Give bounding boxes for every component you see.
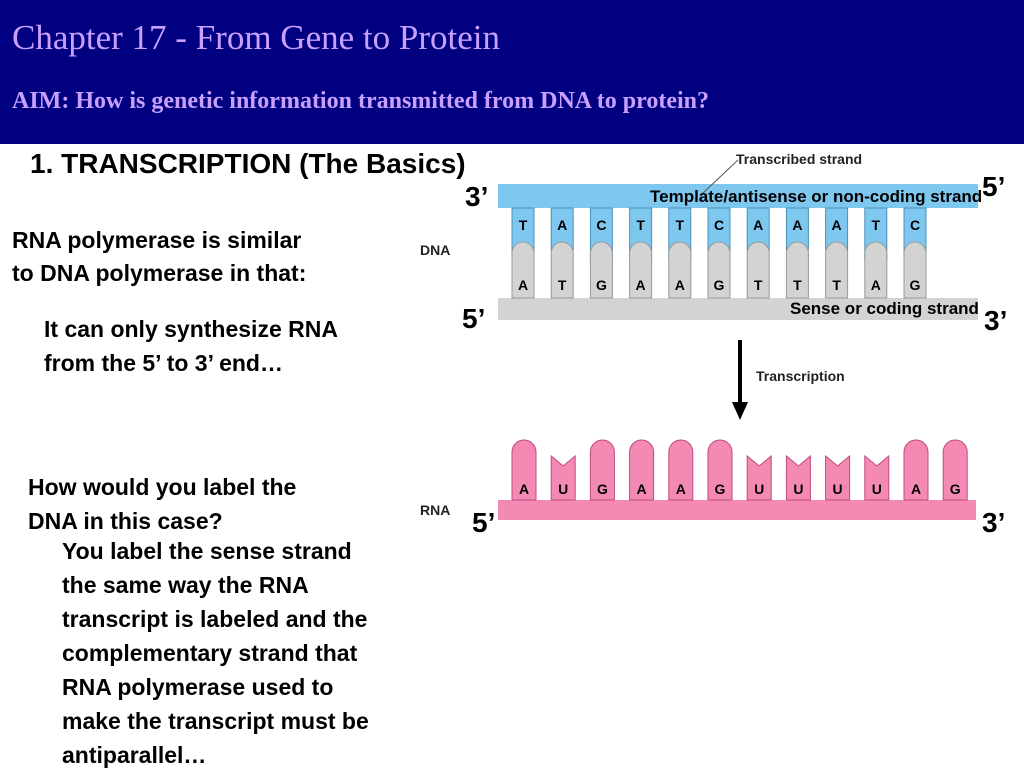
coding-base-block: [825, 241, 849, 299]
rna-base-letter: U: [754, 481, 764, 497]
rna-base-letter: U: [833, 481, 843, 497]
rna-3-prime-end: 3’: [982, 507, 1005, 538]
sense-3-prime-end: 3’: [984, 305, 1007, 336]
rna-base-letter: A: [911, 481, 921, 497]
rna-base-letter: G: [950, 481, 961, 497]
template-base-letter: T: [676, 217, 685, 233]
coding-base-letter: T: [832, 277, 841, 293]
answer-line: complementary strand that: [62, 640, 358, 666]
answer-strand-labeling: You label the sense strand the same way …: [62, 534, 369, 772]
transcription-label: Transcription: [756, 368, 845, 384]
template-base-letter: C: [596, 217, 606, 233]
coding-base-block: [589, 241, 613, 299]
rna-base-block: [511, 439, 537, 501]
template-5-prime-end: 5’: [982, 171, 1005, 202]
coding-base-block: [668, 241, 692, 299]
rna-base-letter: G: [715, 481, 726, 497]
answer-line: RNA polymerase used to: [62, 674, 334, 700]
rna-base-block: [942, 439, 968, 501]
coding-base-letter: G: [596, 277, 607, 293]
rna-base-letter: U: [793, 481, 803, 497]
transcription-diagram: T A C T T C A A A T C A T G A A G T T T A G Transcribed stra…: [420, 151, 1007, 538]
coding-base-block: [785, 241, 809, 299]
rna-base-letter: A: [676, 481, 686, 497]
coding-base-letter: T: [754, 277, 763, 293]
template-base-letter: C: [714, 217, 724, 233]
answer-line: You label the sense strand: [62, 538, 352, 564]
coding-base-letter: G: [714, 277, 725, 293]
slide-header: Chapter 17 - From Gene to Protein AIM: H…: [0, 0, 1024, 144]
rna-base-block: [550, 454, 576, 501]
template-base-letter: A: [753, 217, 763, 233]
rna-backbone: [498, 500, 976, 520]
coding-base-letter: G: [910, 277, 921, 293]
rna-base-block: [707, 439, 733, 501]
answer-synthesis-direction: It can only synthesize RNA from the 5’ t…: [44, 312, 338, 380]
section-heading: 1. TRANSCRIPTION (The Basics): [30, 148, 466, 179]
rna-base-block: [864, 454, 890, 501]
template-base-letter: A: [792, 217, 802, 233]
coding-base-letter: T: [558, 277, 567, 293]
answer-line: antiparallel…: [62, 742, 207, 768]
dna-label: DNA: [420, 242, 450, 258]
coding-base-letter: A: [636, 277, 646, 293]
answer-line: It can only synthesize RNA: [44, 316, 338, 342]
template-3-prime-end: 3’: [465, 181, 488, 212]
slide-title: Chapter 17 - From Gene to Protein: [12, 18, 500, 57]
template-base-letter: C: [910, 217, 920, 233]
rna-base-letter: U: [558, 481, 568, 497]
rna-base-letter: G: [597, 481, 608, 497]
coding-base-block: [707, 241, 731, 299]
rna-base-letter: U: [872, 481, 882, 497]
answer-line: make the transcript must be: [62, 708, 369, 734]
question-line: to DNA polymerase in that:: [12, 260, 307, 286]
template-base-letter: A: [557, 217, 567, 233]
coding-base-block: [746, 241, 770, 299]
rna-label: RNA: [420, 502, 450, 518]
answer-line: transcript is labeled and the: [62, 606, 368, 632]
question-polymerase-similarity: RNA polymerase is similar to DNA polymer…: [12, 224, 306, 290]
template-base-letter: T: [636, 217, 645, 233]
question-dna-labeling: How would you label the DNA in this case…: [28, 470, 296, 538]
sense-5-prime-end: 5’: [462, 303, 485, 334]
rna-base-block: [629, 439, 655, 501]
slide-aim: AIM: How is genetic information transmit…: [12, 88, 710, 114]
template-base-letter: A: [832, 217, 842, 233]
template-base-letter: T: [872, 217, 881, 233]
coding-base-block: [550, 241, 574, 299]
answer-line: from the 5’ to 3’ end…: [44, 350, 283, 376]
rna-base-block: [903, 439, 929, 501]
transcribed-strand-label: Transcribed strand: [736, 151, 862, 167]
coding-base-block: [903, 241, 927, 299]
transcription-arrow-head: [732, 402, 748, 420]
coding-base-block: [511, 241, 535, 299]
question-line: RNA polymerase is similar: [12, 227, 302, 253]
answer-line: the same way the RNA: [62, 572, 309, 598]
coding-base-letter: A: [518, 277, 528, 293]
coding-base-block: [629, 241, 653, 299]
rna-base-letter: A: [519, 481, 529, 497]
coding-strand-backbone: [498, 298, 978, 320]
coding-base-block: [864, 241, 888, 299]
template-strand-label: Template/antisense or non-coding strand: [650, 187, 982, 206]
coding-base-letter: A: [675, 277, 685, 293]
template-base-letter: T: [519, 217, 528, 233]
coding-base-letter: T: [793, 277, 802, 293]
question-line: DNA in this case?: [28, 508, 223, 534]
rna-base-block: [785, 454, 811, 501]
rna-base-block: [746, 454, 772, 501]
transcribed-strand-pointer: [701, 159, 739, 195]
rna-base-block: [668, 439, 694, 501]
rna-base-letter: A: [637, 481, 647, 497]
sense-strand-label: Sense or coding strand: [790, 299, 979, 318]
question-line: How would you label the: [28, 474, 297, 500]
rna-base-block: [589, 439, 615, 501]
coding-base-letter: A: [871, 277, 881, 293]
rna-5-prime-end: 5’: [472, 507, 495, 538]
rna-base-block: [825, 454, 851, 501]
template-strand-backbone: [498, 184, 978, 208]
